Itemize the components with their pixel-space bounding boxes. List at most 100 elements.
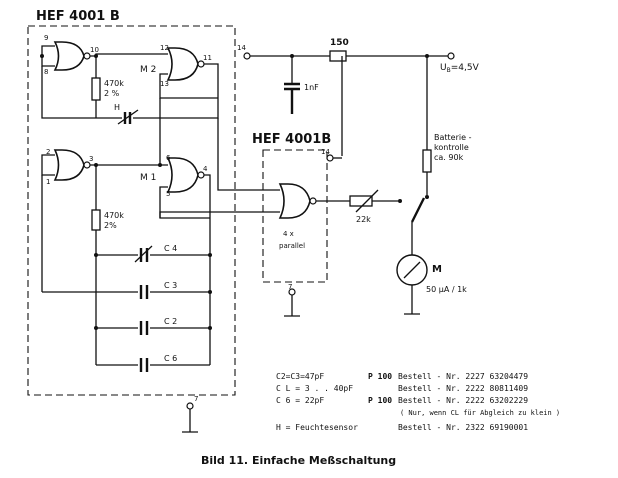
capacitor-1nf [284,82,300,91]
junction-dot [208,326,212,330]
r470k-b-tol: 2% [104,221,117,230]
sensor-h-arrow [117,109,139,125]
pot-arrow [355,189,379,213]
resistor-470k-a [91,77,101,101]
ic-left-boundary [27,25,236,396]
note-2-left: C 6 = 22pF [276,396,324,405]
ic-right-boundary [262,149,328,283]
junction-dot [208,253,212,257]
wire-gate-b-inputs [41,154,55,176]
meter-needle [403,261,421,279]
note-4-left: H = Feuchtesensor [276,423,358,432]
ic-left-label: HEF 4001 B [36,9,120,24]
note-1-left: C L = 3 . . 40pF [276,384,353,393]
note-0-right: Bestell - Nr. 2227 63204479 [398,372,528,381]
wire-m1-output-bus [204,174,211,365]
vb-label: UB=4,5V [440,63,480,74]
c3-label: C 3 [164,281,177,290]
pin-11-label: 11 [203,54,212,62]
ground-meter [404,285,420,315]
pin-7-right-terminal [288,288,296,296]
pin-14a-label: 14 [237,44,246,52]
wire-m1-input2 [159,186,210,219]
sensor-h-label: H [114,103,120,112]
c4-label: C 4 [164,244,177,253]
c6-label: C 6 [164,354,177,363]
capacitor-c3 [139,285,149,299]
note-0-mid: P 100 [368,372,392,381]
battery-label-2: kontrolle [434,143,469,152]
junction-dot [94,326,98,330]
c2-label: C 2 [164,317,177,326]
gate-m2-label: M 2 [140,65,156,75]
note-4-right: Bestell - Nr. 2322 69190001 [398,423,528,432]
sensor-h-capacitor [123,112,132,124]
gate-right-output-bubble [309,197,317,205]
switch-contact-a [398,199,402,203]
battery-label-3: ca. 90k [434,153,464,162]
vb-terminal [447,52,455,60]
figure-caption: Bild 11. Einfache Meßschaltung [201,454,396,467]
potentiometer-22k [349,195,373,207]
nor-gate-right [278,183,311,219]
pin-4-label: 4 [203,165,208,173]
gate-m1-label: M 1 [140,173,156,183]
wire-sensor-right [133,80,219,119]
pin-8-label: 8 [44,68,48,76]
nor-gate-m2 [166,47,199,81]
ground-left [182,409,198,433]
note-2-mid: P 100 [368,396,392,405]
pin-14-left-terminal [243,52,251,60]
note-0-left: C2=C3=47pF [276,372,324,381]
switch-contact-b [425,195,429,199]
r470k-a-tol: 2 % [104,89,120,98]
wire-a-to-m2 [90,53,168,57]
note-1-right: Bestell - Nr. 2222 80811409 [398,384,528,393]
r470k-a-value: 470k [104,79,124,88]
resistor-470k-b [91,209,101,231]
capacitor-c6 [139,358,149,372]
wire-m2-input2 [159,73,218,99]
ground-right [284,295,300,317]
pin-14b-label: 14 [321,148,330,156]
meter-value: 50 µA / 1k [426,285,467,294]
junction-dot [208,290,212,294]
pin-5-label: 5 [166,190,170,198]
pin-10-label: 10 [90,46,99,54]
parallel-label-2: parallel [279,242,305,250]
ic-right-label: HEF 4001B [252,132,331,147]
junction-dot [40,54,44,58]
switch-lever [410,197,426,223]
r150-label: 150 [330,38,349,48]
pin-6-label: 6 [166,154,171,162]
note-2-right: Bestell - Nr. 2222 63202229 [398,396,528,405]
pot-label: 22k [356,215,371,224]
wire-to-right-gate-in2 [159,211,280,218]
resistor-battery-control [422,149,432,173]
pin-13-label: 13 [160,80,169,88]
c1nf-label: 1nF [304,83,319,92]
meter-label: M [432,264,442,275]
nor-gate-b [53,149,85,181]
resistor-150 [329,50,347,62]
notes-block: C2=C3=47pF P 100 Bestell - Nr. 2227 6320… [276,372,560,432]
pin-7b-label: 7 [194,395,198,403]
nor-gate-a [53,41,85,71]
battery-label-1: Batterie - [434,133,472,142]
junction-dot [94,253,98,257]
nor-gate-m1 [166,157,199,193]
pin-7-left-terminal [186,402,194,410]
wire-sensor-left [41,66,122,119]
capacitor-c2 [139,321,149,335]
pin-1-label: 1 [46,178,50,186]
pin-3-label: 3 [89,155,93,163]
wire-to-right-gate-in1 [217,118,280,191]
pin-14-right-terminal [326,154,334,162]
c4-trim-arrow [134,245,153,263]
pin-7a-label: 7 [288,283,292,291]
parallel-label-1: 4 x [283,230,294,238]
wire-m2-output [204,63,219,80]
note-3-right: ( Nur, wenn CL für Abgleich zu klein ) [400,409,560,417]
